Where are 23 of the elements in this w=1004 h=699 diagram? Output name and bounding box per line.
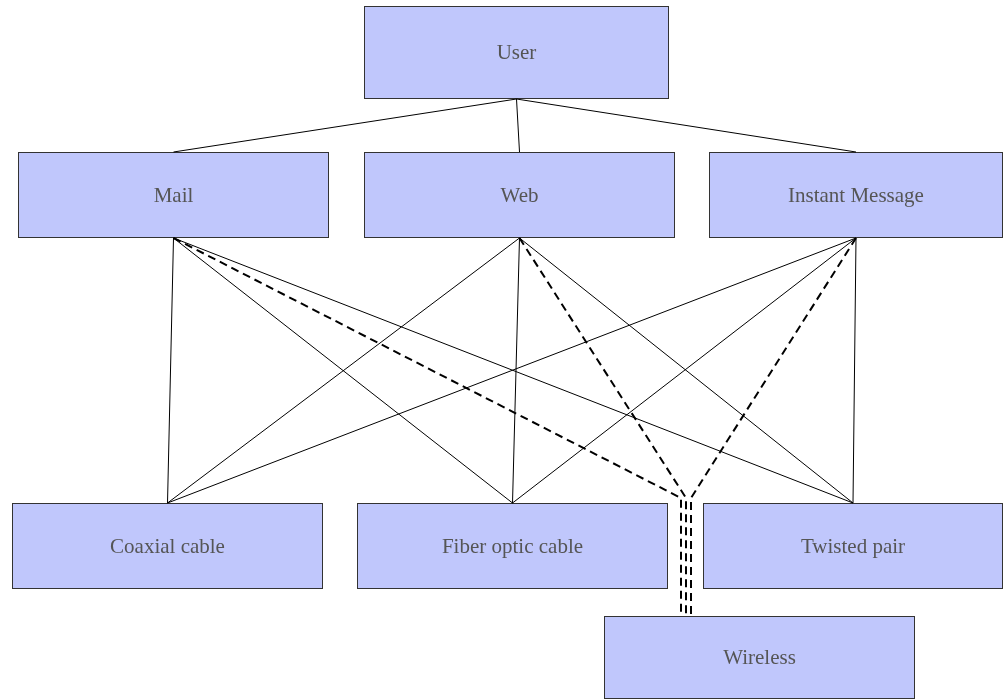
box-label: User [496,40,537,65]
dashed-connector [690,237,857,617]
process-box [357,503,668,589]
connector-line [516,98,857,153]
box-label: Mail [153,182,194,208]
box-label: Twisted pair [800,533,906,559]
box-label: Coaxial cable [110,533,225,559]
connector-line [516,98,520,153]
box-label: Web [500,182,539,208]
process-box [364,6,669,99]
process-box [703,503,1003,589]
box-label: Fiber optic cable [441,533,584,559]
process-box [12,503,323,589]
process-box [604,616,915,699]
box-label: Wireless [723,645,796,670]
box-label: Instant Message [788,182,924,208]
connector-line [167,237,174,504]
connector-line [512,237,520,504]
process-box [364,152,675,238]
connector-line [173,98,517,153]
connector-line [852,237,857,504]
process-box [18,152,329,238]
process-box [709,152,1003,238]
